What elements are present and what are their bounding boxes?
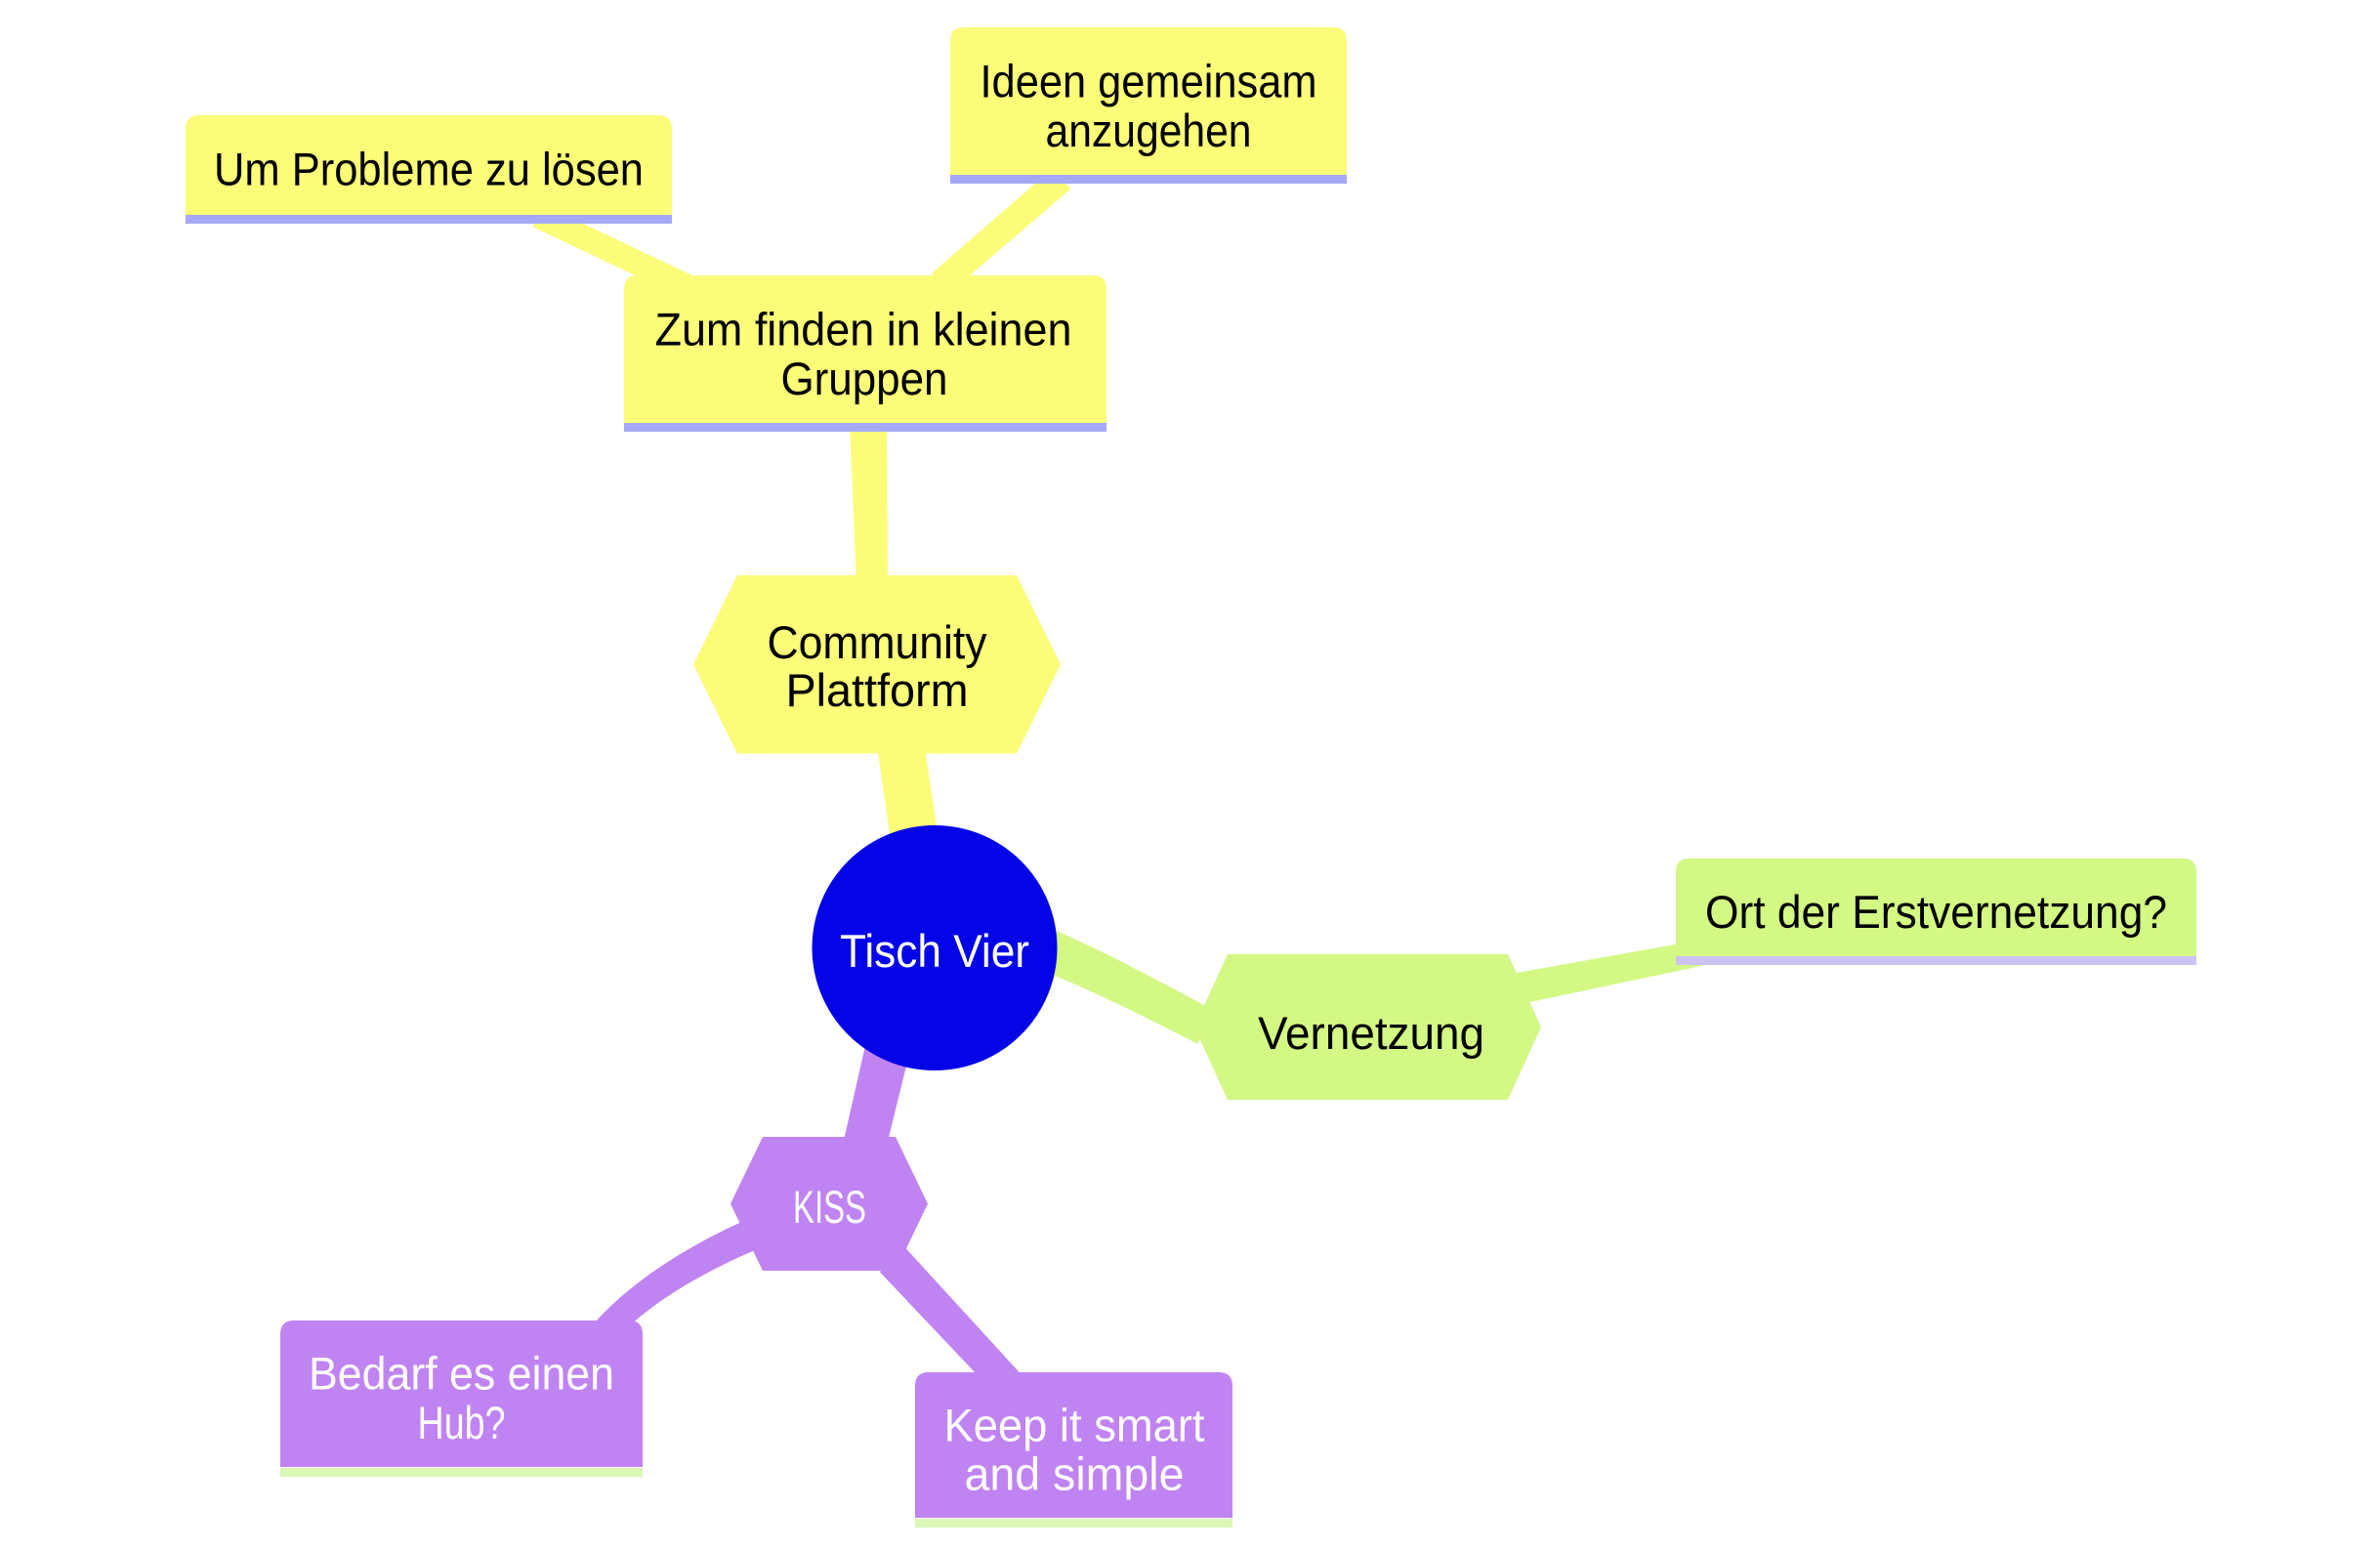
svg-text:Vernetzung: Vernetzung bbox=[1258, 1007, 1484, 1059]
svg-text:Zum finden in kleinen: Zum finden in kleinen bbox=[655, 304, 1072, 356]
svg-text:Keep it smart: Keep it smart bbox=[944, 1400, 1205, 1451]
svg-text:and simple: and simple bbox=[965, 1448, 1185, 1500]
svg-text:Plattform: Plattform bbox=[786, 664, 969, 716]
svg-text:Tisch Vier: Tisch Vier bbox=[840, 925, 1029, 977]
svg-text:Um Probleme zu lösen: Um Probleme zu lösen bbox=[214, 144, 644, 195]
svg-text:Ort der Erstvernetzung?: Ort der Erstvernetzung? bbox=[1705, 886, 2167, 938]
svg-text:Bedarf es einen: Bedarf es einen bbox=[309, 1348, 614, 1400]
svg-text:Community: Community bbox=[768, 616, 987, 668]
svg-text:KISS: KISS bbox=[793, 1181, 866, 1233]
svg-text:Hub?: Hub? bbox=[418, 1397, 506, 1448]
svg-text:Gruppen: Gruppen bbox=[781, 353, 948, 404]
svg-text:Ideen gemeinsam: Ideen gemeinsam bbox=[981, 56, 1317, 107]
svg-text:anzugehen: anzugehen bbox=[1046, 105, 1252, 156]
